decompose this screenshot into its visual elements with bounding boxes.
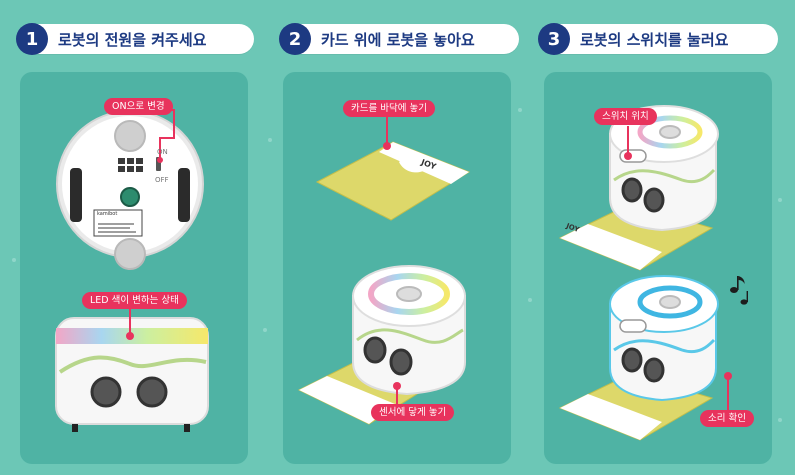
top-button (396, 286, 422, 302)
callout-sensor-contact: 센서에 닿게 놓기 (371, 404, 455, 421)
step-3-title: 로봇의 스위치를 눌러요 (580, 30, 729, 49)
callout-dot (393, 382, 401, 390)
top-button (659, 125, 681, 139)
distance-sensor-left (90, 376, 122, 408)
cloud-icon (399, 158, 426, 173)
step-2-title: 카드 위에 로봇을 놓아요 (321, 30, 475, 49)
ball-caster (114, 120, 146, 152)
wheel-right (178, 168, 190, 222)
switch-on-label: ON (157, 148, 168, 156)
callout-card-floor: 카드를 바닥에 놓기 (343, 100, 435, 117)
card-header (560, 394, 662, 440)
panel-step-1: ON으로 변경 ON OFF kamibot LED 색이 변하는 상태 (20, 72, 248, 464)
panel-step-2: 카드를 바닥에 놓기 JOY 센서에 닿게 놓기 (283, 72, 511, 464)
panel-step-3: 스위치 위치 JOY 소리 확인 (544, 72, 772, 464)
top-button (659, 295, 681, 309)
distance-sensor-left (621, 177, 643, 203)
step-3-header: 3 로봇의 스위치를 눌러요 (538, 23, 778, 55)
callout-dot (126, 332, 134, 340)
callout-power-on: ON으로 변경 (104, 98, 173, 115)
foot (72, 424, 78, 432)
led-ring (637, 115, 703, 149)
step-2-number: 2 (279, 23, 311, 55)
callout-dot (624, 152, 632, 160)
card-header (560, 224, 662, 270)
distance-sensor-right (643, 187, 665, 213)
step-2-header: 2 카드 위에 로봇을 놓아요 (279, 23, 519, 55)
distance-sensor-left (363, 336, 387, 364)
robot-trim (613, 168, 716, 184)
wheel-left (70, 168, 82, 222)
foot (184, 424, 190, 432)
callout-dot (383, 142, 391, 150)
step-1-number: 1 (16, 23, 48, 55)
label-brand: kamibot (97, 211, 118, 217)
callout-dot (724, 372, 732, 380)
top-switch (619, 319, 647, 333)
callout-sound-check: 소리 확인 (700, 410, 754, 427)
top-switch (619, 149, 647, 163)
robot-illustration-step-2 (297, 112, 471, 425)
card-header (379, 142, 469, 184)
led-ring (368, 273, 450, 315)
step-1-title: 로봇의 전원을 켜주세요 (58, 30, 207, 49)
sensor-array (118, 158, 143, 172)
robot-illustration-step-3 (558, 105, 748, 441)
distance-sensor-right (136, 376, 168, 408)
callout-led-state: LED 색이 변하는 상태 (82, 292, 187, 309)
power-button (120, 187, 140, 207)
robot-trim (58, 355, 207, 374)
callout-dot (157, 157, 163, 163)
label-lines (98, 223, 136, 233)
robot-illustration-step-1 (55, 109, 209, 432)
robot-trim (356, 328, 464, 344)
distance-sensor-right (389, 348, 413, 376)
step-1-header: 1 로봇의 전원을 켜주세요 (16, 23, 254, 55)
led-ring-blue (637, 285, 703, 319)
callout-line-power (159, 109, 175, 158)
music-note-icon (730, 276, 748, 305)
robot-trim (613, 338, 716, 354)
ball-caster (114, 238, 146, 270)
callout-switch-position: 스위치 위치 (594, 108, 657, 125)
distance-sensor-left (621, 347, 643, 373)
distance-sensor-right (643, 357, 665, 383)
switch-off-label: OFF (155, 176, 169, 184)
step-3-number: 3 (538, 23, 570, 55)
